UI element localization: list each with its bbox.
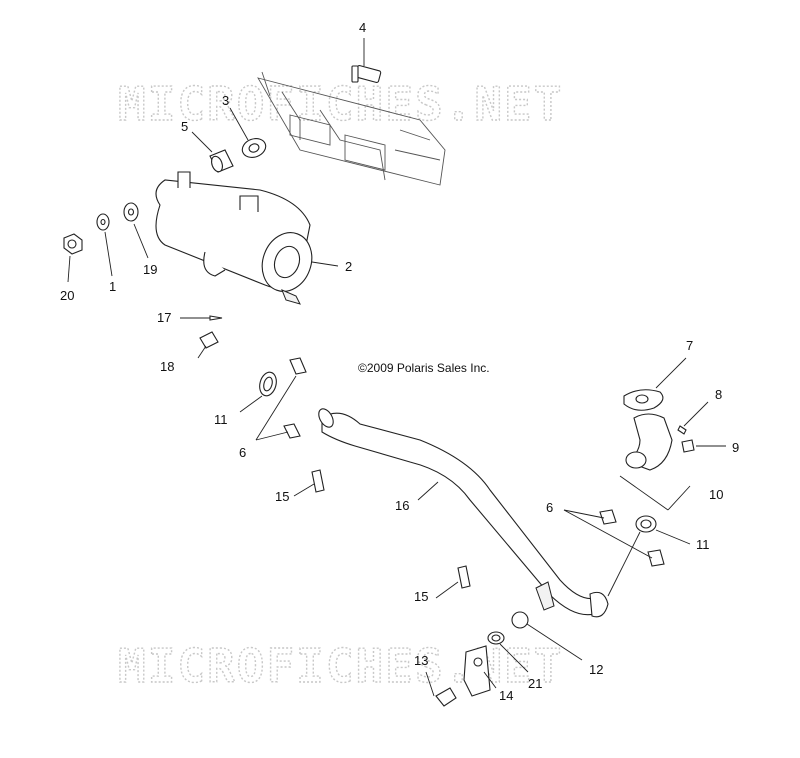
callout-14: 14 <box>499 688 513 703</box>
grommet-part-3[interactable] <box>229 107 268 161</box>
callout-12: 12 <box>589 662 603 677</box>
callout-4: 4 <box>359 20 366 35</box>
callout-20: 20 <box>60 288 74 303</box>
bracket-part-14[interactable] <box>463 645 497 697</box>
callout-17: 17 <box>157 310 171 325</box>
callout-8: 8 <box>715 387 722 402</box>
muffler-part-2[interactable] <box>155 171 339 305</box>
callout-10: 10 <box>709 487 723 502</box>
nut-part-20[interactable] <box>63 233 83 283</box>
callout-6-right: 6 <box>546 500 553 515</box>
washer-part-1[interactable] <box>96 213 113 277</box>
callout-13: 13 <box>414 653 428 668</box>
gasket-part-7[interactable] <box>623 357 687 411</box>
gasket-part-11-left[interactable] <box>239 370 279 413</box>
spring-part-6-left[interactable] <box>255 357 307 441</box>
spring-part-15-upper[interactable] <box>293 469 325 497</box>
bolt-part-13[interactable] <box>425 671 457 707</box>
pin-part-17[interactable] <box>180 315 223 321</box>
exhaust-elbow-part-10[interactable] <box>619 413 691 511</box>
callout-11-right: 11 <box>696 537 710 552</box>
spring-part-15-lower[interactable] <box>435 565 471 599</box>
callout-19: 19 <box>143 262 157 277</box>
callout-3: 3 <box>222 93 229 108</box>
watermark-bottom: MICROFICHES.NET <box>118 639 563 693</box>
watermark-top: MICROFICHES.NET <box>118 77 563 131</box>
copyright-text: ©2009 Polaris Sales Inc. <box>358 361 490 375</box>
callout-1: 1 <box>109 279 116 294</box>
callout-15-upper: 15 <box>275 489 289 504</box>
bolt-part-4[interactable] <box>351 38 382 84</box>
washer-part-19[interactable] <box>123 202 149 259</box>
clip-part-18[interactable] <box>197 331 219 359</box>
callout-15-lower: 15 <box>414 589 428 604</box>
spacer-part-5[interactable] <box>191 131 234 173</box>
washer-part-21[interactable] <box>487 631 529 673</box>
frame-rail <box>257 71 446 186</box>
callout-6-left: 6 <box>239 445 246 460</box>
callout-9: 9 <box>732 440 739 455</box>
stud-part-8[interactable] <box>677 401 709 435</box>
callout-7: 7 <box>686 338 693 353</box>
callout-11-left: 11 <box>214 412 228 427</box>
callout-2: 2 <box>345 259 352 274</box>
callout-18: 18 <box>160 359 174 374</box>
gasket-part-11-right[interactable] <box>607 515 691 597</box>
spring-part-6-right[interactable] <box>563 509 665 567</box>
head-pipe-part-16[interactable] <box>316 406 609 618</box>
callout-21: 21 <box>528 676 542 691</box>
ball-part-12[interactable] <box>511 611 583 661</box>
callout-16: 16 <box>395 498 409 513</box>
callout-5: 5 <box>181 119 188 134</box>
nut-part-9[interactable] <box>681 439 726 453</box>
